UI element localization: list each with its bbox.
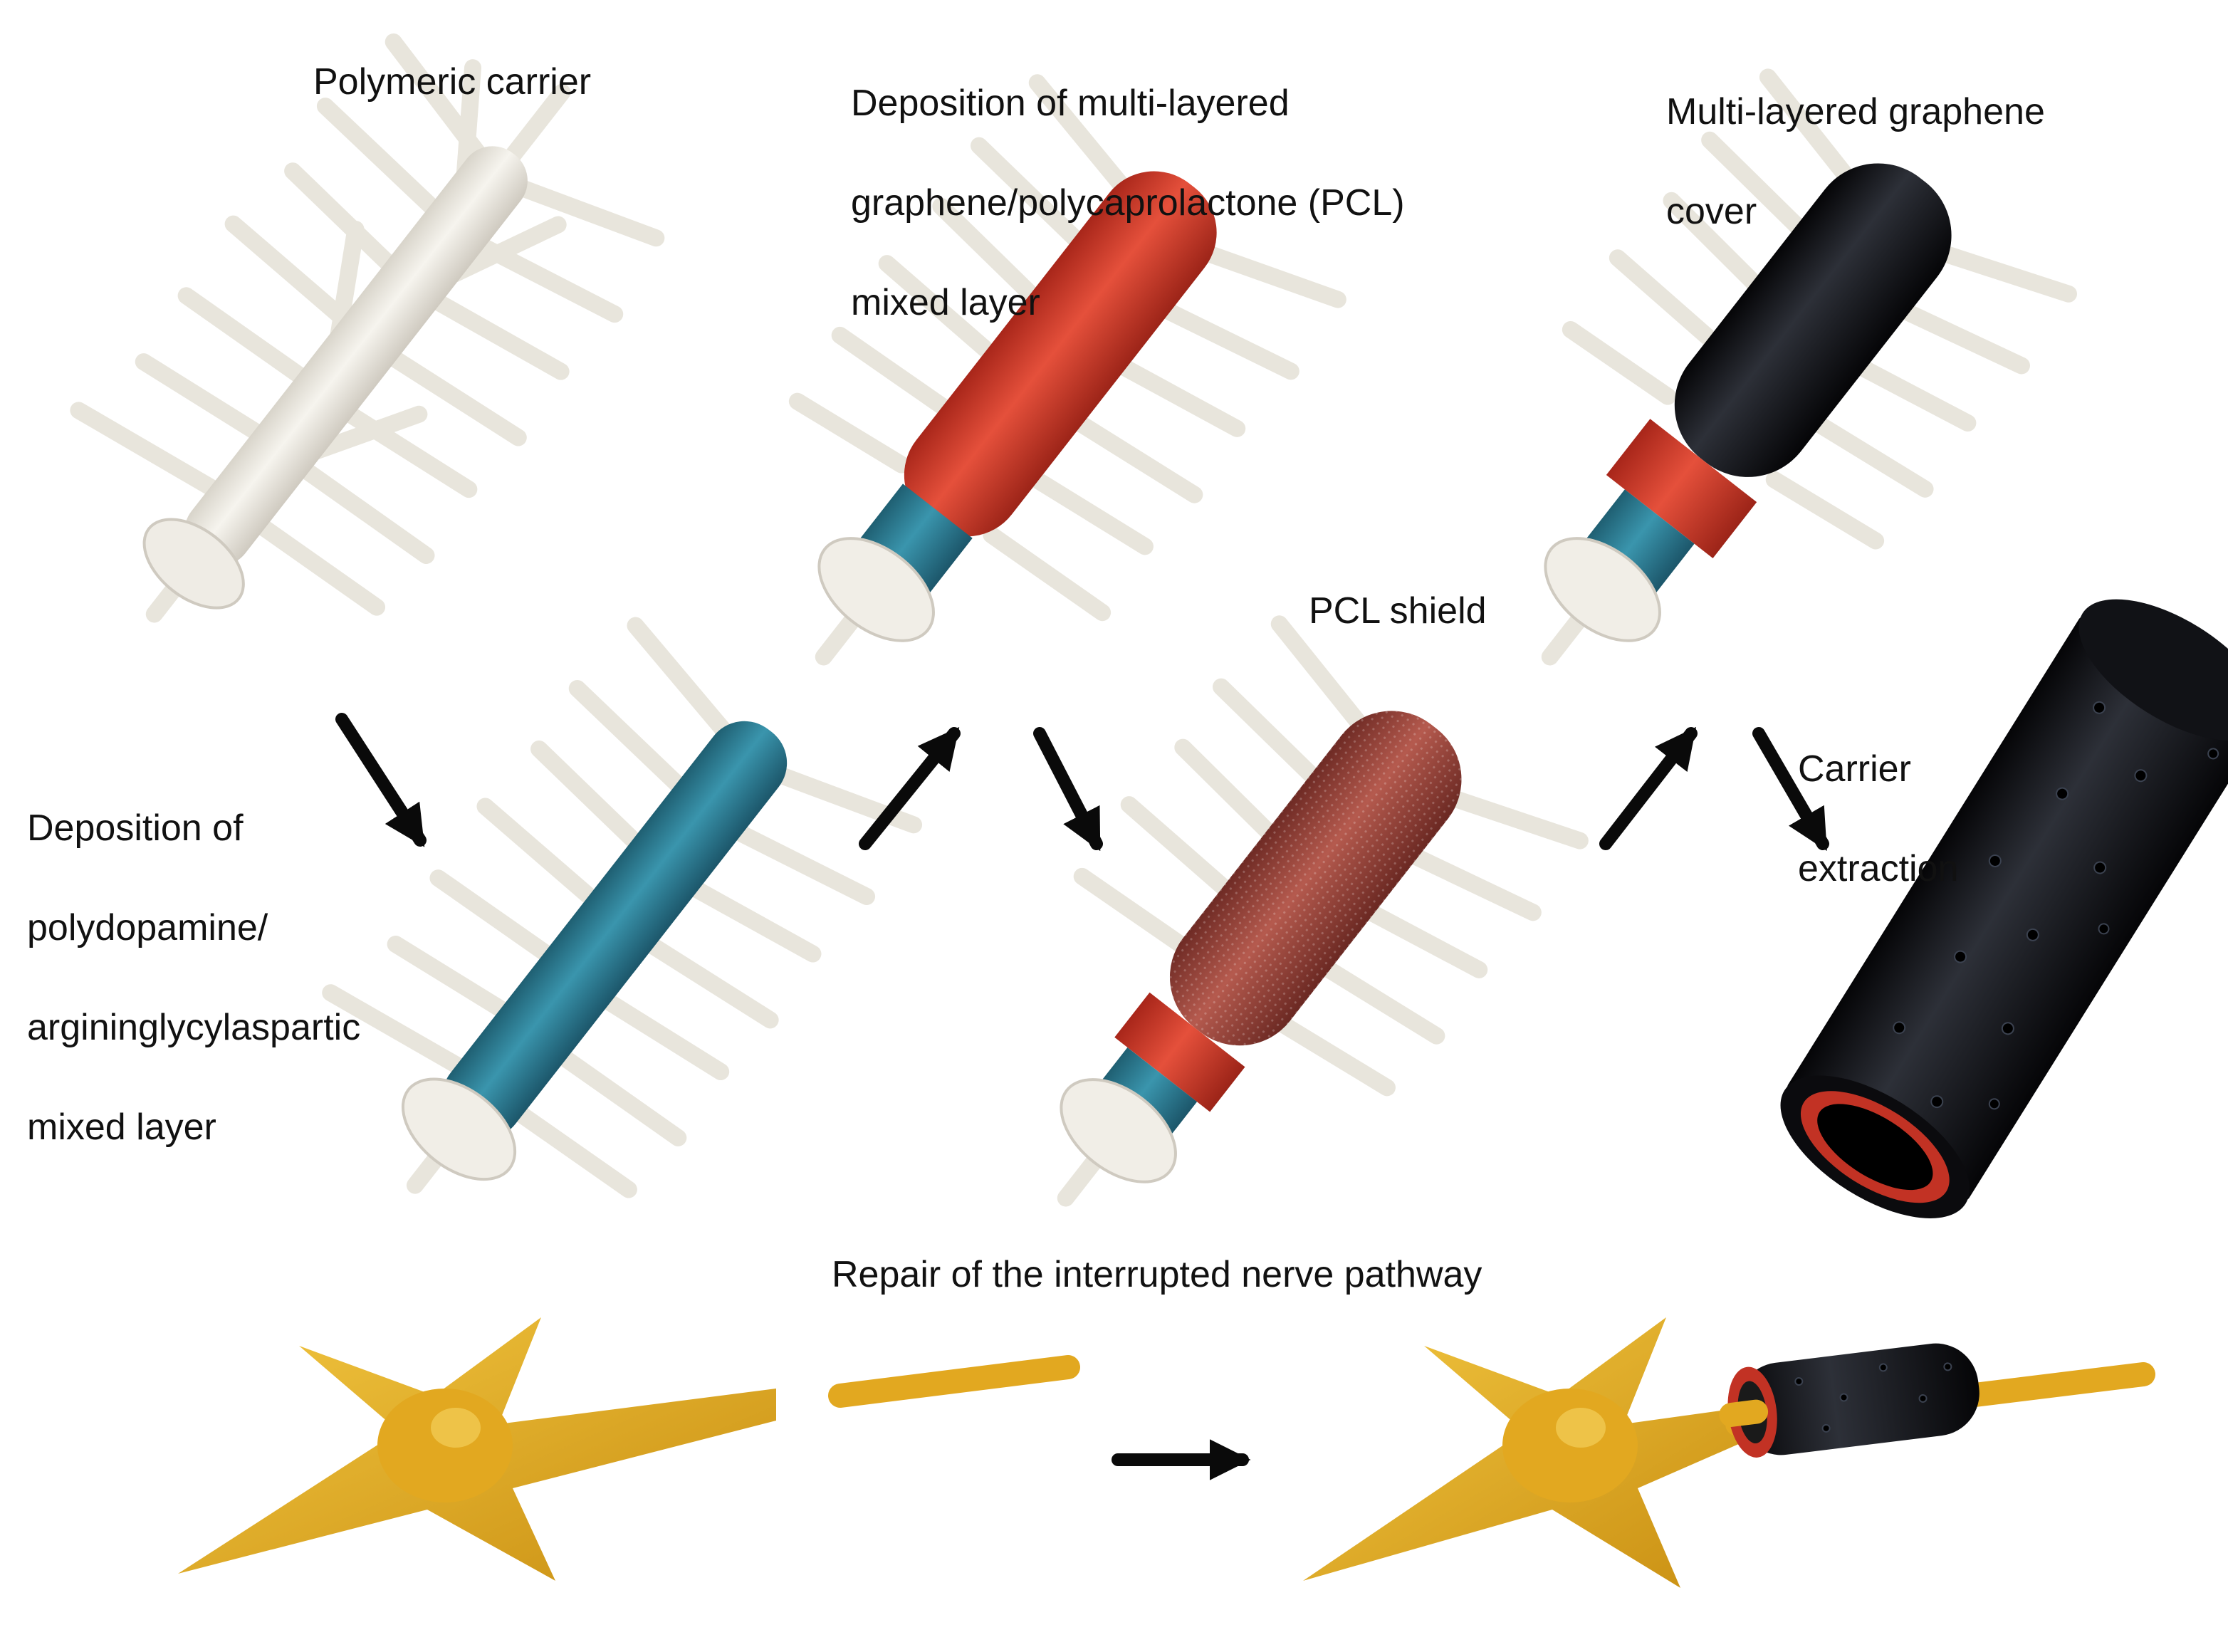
label-line: Deposition of <box>27 807 244 849</box>
label-line: Deposition of multi-layered <box>851 83 1290 124</box>
label-line: mixed layer <box>27 1107 216 1148</box>
arrow-icon <box>859 727 961 850</box>
label-deposition-graphene-pcl: Deposition of multi-layered graphene/pol… <box>851 28 1405 377</box>
graphene-conduit-icon <box>1780 599 2228 1218</box>
label-line: Multi-layered graphene <box>1666 91 2045 132</box>
nerve-stump-icon <box>828 1355 1080 1408</box>
label-line: polydopamine/ <box>27 907 268 948</box>
pcl-shield-coated-carrier-icon <box>1057 615 1589 1207</box>
neuron-icon <box>178 1317 776 1581</box>
implanted-conduit-icon <box>1719 1343 1979 1458</box>
label-line: Carrier <box>1798 748 1911 790</box>
label-line: graphene/polycaprolactone (PCL) <box>851 182 1405 224</box>
label-carrier-extraction: Carrier extraction <box>1798 694 1958 943</box>
label-deposition-polydopamine: Deposition of polydopamine/ argininglycy… <box>27 753 360 1202</box>
arrow-icon <box>1599 726 1698 850</box>
polymeric-carrier-icon <box>70 33 665 623</box>
arrow-icon <box>335 713 427 847</box>
label-repair: Repair of the interrupted nerve pathway <box>832 1254 1482 1295</box>
label-graphene-cover: Multi-layered graphene cover <box>1666 37 2045 286</box>
label-line: mixed layer <box>851 282 1040 323</box>
graphene-pcl-coated-carrier-icon <box>788 74 1346 666</box>
label-polymeric-carrier: Polymeric carrier <box>313 61 592 103</box>
label-line: cover <box>1666 191 1757 232</box>
label-line: argininglycylaspartic <box>27 1007 361 1048</box>
arrow-icon <box>1033 727 1103 852</box>
neuron-icon <box>1303 1317 1752 1588</box>
arrow-icon <box>1752 727 1829 851</box>
label-line: extraction <box>1798 848 1959 889</box>
label-pcl-shield: PCL shield <box>1309 590 1487 632</box>
graphene-covered-carrier-icon <box>1541 68 2077 666</box>
polydopamine-coated-carrier-icon <box>322 617 923 1198</box>
